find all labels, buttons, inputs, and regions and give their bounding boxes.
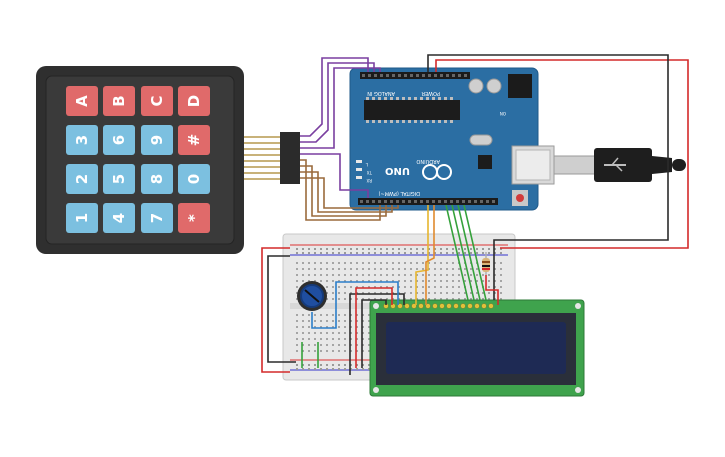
wire-brown[interactable] bbox=[300, 159, 381, 221]
key-#[interactable]: # bbox=[178, 125, 210, 155]
lcd-16x2[interactable] bbox=[369, 299, 585, 397]
key-label: C bbox=[148, 95, 166, 106]
key-*[interactable]: * bbox=[178, 203, 210, 233]
key-label: 5 bbox=[110, 174, 128, 184]
wire-purple[interactable] bbox=[300, 57, 369, 137]
key-label: A bbox=[73, 95, 91, 107]
wire-red[interactable] bbox=[485, 275, 499, 305]
resistor[interactable] bbox=[482, 252, 490, 275]
key-label: D bbox=[185, 95, 203, 107]
wire-purple[interactable] bbox=[300, 67, 381, 149]
capacitor-icon bbox=[486, 78, 502, 94]
key-label: 6 bbox=[110, 135, 128, 145]
keypad-keys: A B C D 3 6 9 #2 5 8 0 1 4 7 * bbox=[66, 86, 210, 233]
wires bbox=[261, 54, 689, 375]
key-3[interactable]: 3 bbox=[66, 125, 98, 155]
key-label: 0 bbox=[185, 174, 203, 184]
key-B[interactable]: B bbox=[103, 86, 135, 116]
wire-yellow[interactable] bbox=[415, 205, 429, 305]
key-label: 9 bbox=[148, 135, 166, 145]
wire-green[interactable] bbox=[451, 204, 475, 301]
key-8[interactable]: 8 bbox=[141, 164, 173, 194]
key-label: 4 bbox=[110, 213, 128, 223]
potentiometer[interactable] bbox=[297, 281, 327, 311]
crystal bbox=[469, 134, 493, 146]
usb-ic bbox=[478, 155, 492, 169]
arduino-uno-board[interactable]: UNO ARDUINO ANALOG IN POWER DIGITAL (PWM… bbox=[349, 67, 555, 211]
wire-purple[interactable] bbox=[300, 153, 369, 198]
atmega-chip bbox=[364, 100, 460, 120]
capacitor-icon bbox=[468, 78, 484, 94]
wire-red[interactable] bbox=[355, 287, 393, 368]
key-label: 8 bbox=[148, 174, 166, 184]
wire-brown[interactable] bbox=[300, 171, 393, 213]
wire-purple[interactable] bbox=[300, 62, 375, 143]
key-label: 2 bbox=[73, 174, 91, 184]
usb-cable[interactable] bbox=[553, 148, 686, 182]
power-label: POWER bbox=[421, 90, 440, 96]
l-label: L bbox=[365, 162, 368, 167]
usb-icon bbox=[604, 157, 626, 172]
key-A[interactable]: A bbox=[66, 86, 98, 116]
key-D[interactable]: D bbox=[178, 86, 210, 116]
wire-red[interactable] bbox=[261, 247, 290, 373]
wire-green[interactable] bbox=[463, 204, 487, 301]
lcd-pin-header bbox=[383, 303, 494, 309]
analog-in-label: ANALOG IN bbox=[367, 90, 395, 96]
wire-black[interactable] bbox=[267, 255, 296, 363]
keypad-4x4[interactable]: A B C D 3 6 9 #2 5 8 0 1 4 7 * bbox=[36, 66, 300, 254]
arduino-logo-icon bbox=[422, 164, 452, 180]
wire-orange[interactable] bbox=[425, 205, 435, 305]
wire-blue[interactable] bbox=[311, 281, 399, 329]
wire-black[interactable] bbox=[349, 293, 405, 375]
lcd-screen bbox=[386, 322, 566, 374]
wire-black[interactable] bbox=[427, 54, 669, 300]
key-label: # bbox=[185, 134, 203, 147]
wire-brown[interactable] bbox=[300, 177, 399, 209]
key-label: B bbox=[110, 95, 128, 106]
key-label: 7 bbox=[148, 213, 166, 223]
keypad-ribbon-pins bbox=[244, 136, 280, 180]
wire-red[interactable] bbox=[435, 59, 689, 249]
key-4[interactable]: 4 bbox=[103, 203, 135, 233]
key-9[interactable]: 9 bbox=[141, 125, 173, 155]
led-rx bbox=[356, 176, 362, 179]
power-jack bbox=[508, 74, 532, 98]
rx-label: RX bbox=[366, 178, 372, 183]
key-6[interactable]: 6 bbox=[103, 125, 135, 155]
key-7[interactable]: 7 bbox=[141, 203, 173, 233]
key-2[interactable]: 2 bbox=[66, 164, 98, 194]
key-label: 3 bbox=[73, 135, 91, 145]
led-l bbox=[356, 160, 362, 163]
tx-label: TX bbox=[367, 170, 373, 175]
led-tx bbox=[356, 168, 362, 171]
key-1[interactable]: 1 bbox=[66, 203, 98, 233]
key-label: * bbox=[185, 214, 203, 222]
key-5[interactable]: 5 bbox=[103, 164, 135, 194]
key-0[interactable]: 0 bbox=[178, 164, 210, 194]
analog-power-header bbox=[360, 72, 470, 79]
keypad-connector bbox=[280, 132, 300, 184]
wire-green[interactable] bbox=[445, 204, 469, 301]
key-label: 1 bbox=[73, 213, 91, 223]
key-C[interactable]: C bbox=[141, 86, 173, 116]
wire-black[interactable] bbox=[361, 299, 387, 368]
board-brand-label: ARDUINO bbox=[416, 158, 440, 164]
digital-label: DIGITAL (PWM~) bbox=[378, 190, 420, 196]
on-label: ON bbox=[500, 111, 506, 116]
board-model-label: UNO bbox=[385, 165, 410, 176]
wire-green[interactable] bbox=[457, 204, 481, 301]
